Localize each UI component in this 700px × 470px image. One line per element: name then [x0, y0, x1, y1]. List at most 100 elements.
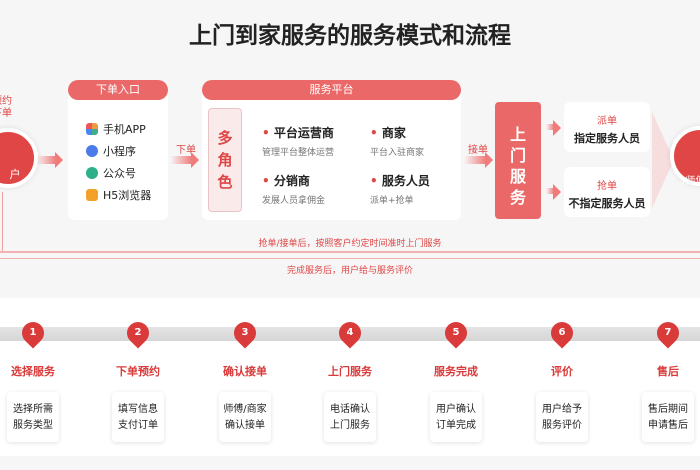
step-number: 1: [29, 327, 37, 338]
step-desc: 填写信息: [118, 404, 158, 415]
channel-h5: H5浏览器: [86, 184, 151, 206]
role-desc: 管理平台整体运营: [262, 148, 335, 158]
step-pin: 4: [334, 317, 366, 349]
step-number: 7: [664, 327, 672, 338]
provider-label: /师傅: [682, 176, 700, 187]
mini-program-icon: [86, 145, 98, 157]
step-title: 上门服务: [328, 365, 372, 378]
platform-card: [202, 82, 461, 220]
pin-icon: 5: [440, 317, 472, 349]
note-line: 预约: [0, 96, 12, 107]
step-pin: 3: [229, 317, 261, 349]
dispatch-tag: 派单: [597, 116, 617, 127]
role-name: 平台运营商: [262, 124, 334, 141]
step-desc: 电话确认: [330, 404, 370, 415]
user-note: 预约下单: [0, 96, 12, 120]
step-pin: 1: [17, 317, 49, 349]
role-desc: 派单+抢单: [370, 196, 414, 206]
provider-avatar: /师傅: [670, 126, 700, 187]
step-number: 6: [558, 327, 566, 338]
channel-miniprogram: 小程序: [86, 140, 151, 162]
step-card: 选择所需服务类型: [7, 392, 59, 442]
arrow: [546, 184, 561, 200]
step-desc: 订单完成: [436, 420, 476, 431]
dispatch-label: 指定服务人员: [574, 132, 640, 145]
arrow: [546, 120, 561, 136]
entry-header: 下单入口: [68, 80, 168, 100]
role-name: 服务人员: [370, 172, 430, 189]
channel-label: 小程序: [103, 145, 136, 158]
step-desc: 服务评价: [542, 420, 582, 431]
channel-label: 公众号: [103, 167, 136, 180]
connector-line: [2, 192, 3, 252]
step-desc: 上门服务: [330, 420, 370, 431]
role-desc: 发展人员拿佣金: [262, 196, 326, 206]
arrow: [464, 152, 493, 168]
role-name: 分销商: [262, 172, 325, 189]
page-title: 上门到家服务的服务模式和流程: [189, 23, 511, 49]
divider: [0, 258, 700, 259]
step-title: 选择服务: [11, 365, 55, 378]
dispatch-card: 抢单不指定服务人员: [564, 167, 650, 217]
accept-arrow-label: 接单: [468, 145, 488, 156]
channel-label: H5浏览器: [103, 189, 152, 202]
step-title: 服务完成: [434, 365, 478, 378]
step-number: 4: [346, 327, 354, 338]
step-title: 售后: [657, 365, 679, 378]
step-pin: 2: [122, 317, 154, 349]
channel-official-account: 公众号: [86, 162, 151, 184]
step-number: 5: [452, 327, 460, 338]
pin-icon: 2: [122, 317, 154, 349]
step-desc: 售后期间: [648, 404, 688, 415]
app-grid-icon: [86, 123, 98, 135]
step-card: 用户确认订单完成: [430, 392, 482, 442]
step-desc: 选择所需: [13, 404, 53, 415]
pin-icon: 7: [652, 317, 684, 349]
step-pin: 6: [546, 317, 578, 349]
dispatch-card: 派单指定服务人员: [564, 102, 650, 152]
channel-app: 手机APP: [86, 118, 151, 140]
pin-icon: 4: [334, 317, 366, 349]
step-desc: 用户确认: [436, 404, 476, 415]
channel-label: 手机APP: [103, 123, 146, 136]
step-desc: 申请售后: [648, 420, 688, 431]
entry-card: [68, 82, 168, 220]
onsite-service-box: 上门服务: [495, 102, 541, 219]
step-card: 填写信息支付订单: [112, 392, 164, 442]
dispatch-label: 不指定服务人员: [568, 197, 646, 210]
step-title: 下单预约: [116, 365, 160, 378]
platform-header: 服务平台: [202, 80, 461, 100]
user-avatar: 户: [0, 128, 38, 188]
pin-icon: 1: [17, 317, 49, 349]
funnel-shape: [652, 112, 674, 208]
arrow: [36, 152, 63, 168]
note-onsite: 抢单/接单后，按照客户约定时间准时上门服务: [258, 239, 442, 249]
role-desc: 平台入驻商家: [370, 148, 425, 158]
multi-role-box: 多角色: [208, 108, 242, 212]
step-desc: 支付订单: [118, 420, 158, 431]
step-pin: 5: [440, 317, 472, 349]
channel-list: 手机APP 小程序 公众号 H5浏览器: [86, 118, 151, 206]
official-account-icon: [86, 167, 98, 179]
step-desc: 用户给予: [542, 404, 582, 415]
dispatch-tag: 抢单: [597, 181, 617, 192]
step-title: 评价: [551, 365, 573, 378]
order-arrow-label: 下单: [176, 145, 196, 156]
pin-icon: 6: [546, 317, 578, 349]
step-number: 2: [134, 327, 142, 338]
step-pin: 7: [652, 317, 684, 349]
step-desc: 服务类型: [13, 420, 53, 431]
note-review: 完成服务后，用户给与服务评价: [286, 266, 413, 276]
note-line: 下单: [0, 108, 12, 119]
step-title: 确认接单: [223, 365, 267, 378]
user-label: 户: [9, 168, 21, 181]
step-card: 电话确认上门服务: [324, 392, 376, 442]
step-card: 师傅/商家确认接单: [219, 392, 271, 442]
step-card: 售后期间申请售后: [642, 392, 694, 442]
h5-icon: [86, 189, 98, 201]
arrow: [170, 152, 199, 168]
